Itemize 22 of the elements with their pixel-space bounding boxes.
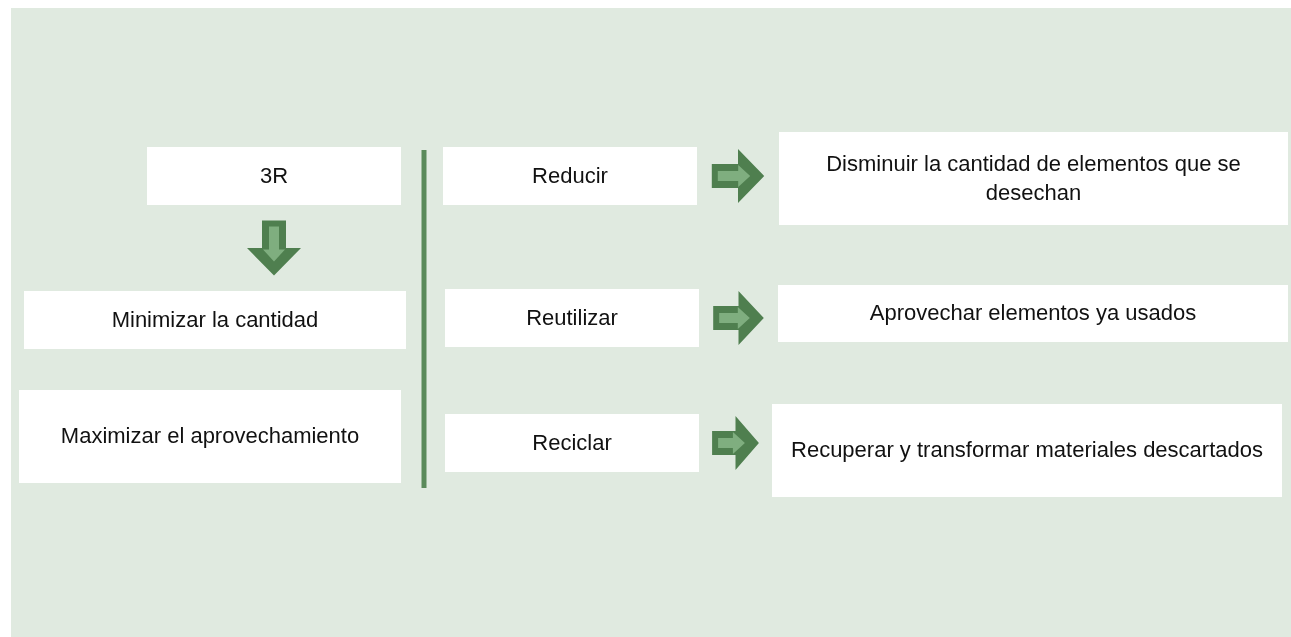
text-box [779,132,1288,225]
text-box [445,289,699,347]
text-box [445,414,699,472]
box-text: Recuperar y transformar materiales descartados [791,436,1263,465]
box-text: 3R [259,161,289,190]
text-box [24,291,406,349]
text-box [443,147,697,205]
box-text: Reciclar [532,428,612,457]
text-box [778,285,1288,342]
box-text: Reducir [532,161,608,190]
block-arrow [247,220,301,276]
text-box [19,390,401,483]
box-text: Disminuir la cantidad de elementos que se desechan [825,149,1242,207]
text-box [147,147,401,205]
block-arrow [712,416,759,470]
box-text: Maximizar el aprovechamiento [60,422,360,451]
box-text: Reutilizar [526,303,618,332]
box-text: Minimizar la cantidad [111,305,319,334]
block-arrow [713,291,764,345]
block-arrow [711,149,765,203]
text-box [772,404,1282,497]
box-text: Aprovechar elementos ya usados [869,299,1197,328]
